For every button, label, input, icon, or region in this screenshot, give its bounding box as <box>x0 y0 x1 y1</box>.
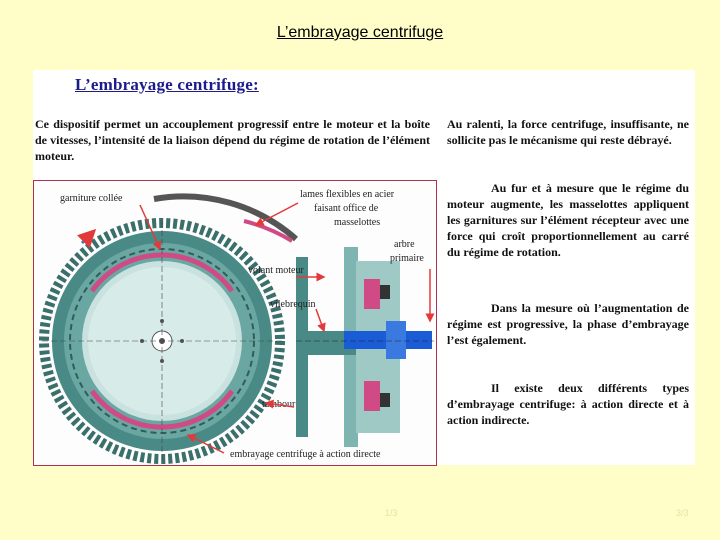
paragraph-progressive: Dans la mesure où l’augmentation de régi… <box>447 300 689 348</box>
label-arbre-2: primaire <box>390 253 424 264</box>
clutch-diagram: garniture collée lames flexibles en acie… <box>33 180 437 466</box>
intro-paragraph: Ce dispositif permet un accouplement pro… <box>35 116 430 164</box>
clutch-diagram-svg: garniture collée lames flexibles en acie… <box>34 181 436 465</box>
paragraph-progressive-text: Dans la mesure où l’augmentation de régi… <box>447 300 689 348</box>
label-vilebrequin: vilebrequin <box>270 299 316 310</box>
label-lames-2: faisant office de <box>314 203 379 214</box>
footer-right-page: 3/3 <box>676 508 689 518</box>
label-arbre-1: arbre <box>394 239 415 250</box>
paragraph-ralenti: Au ralenti, la force centrifuge, insuffi… <box>447 116 689 148</box>
panel-heading: L’embrayage centrifuge: <box>75 75 259 95</box>
label-lames-3: masselottes <box>334 217 380 228</box>
label-lames-1: lames flexibles en acier <box>300 189 395 200</box>
paragraph-regime-text: Au fur et à mesure que le régime du mote… <box>447 180 689 260</box>
paragraph-types: Il existe deux différents types d’embray… <box>447 380 689 428</box>
flywheel-drawing <box>42 221 282 461</box>
label-volant: volant moteur <box>248 265 304 276</box>
content-panel: L’embrayage centrifuge: Ce dispositif pe… <box>33 70 695 465</box>
slide-title: L’embrayage centrifuge <box>0 24 720 42</box>
figure-caption: embrayage centrifuge à action directe <box>230 449 381 460</box>
label-garniture: garniture collée <box>60 193 123 204</box>
paragraph-regime: Au fur et à mesure que le régime du mote… <box>447 180 689 260</box>
footer-left-page: 1/3 <box>385 508 398 518</box>
paragraph-types-text: Il existe deux différents types d’embray… <box>447 380 689 428</box>
